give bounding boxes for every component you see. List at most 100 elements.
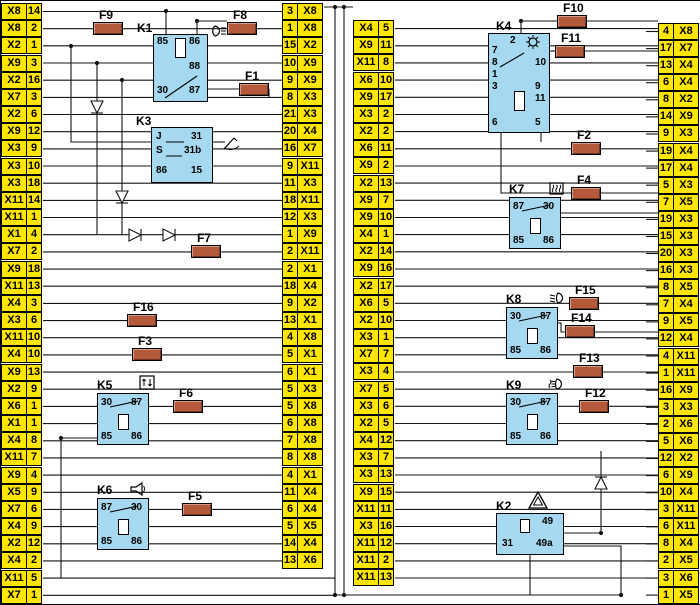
connector-cell-pin: 12 [658,450,674,467]
connector-cell-pin: 6 [282,363,298,381]
connector-cell-label: X3 [353,105,379,123]
fuse-label-F15: F15 [575,283,596,297]
relay-label-K1: K1 [137,21,153,35]
connector-cell-label: X9 [353,191,379,209]
connector-cell-pin: 1 [658,364,674,382]
relay-K4-pin: 2 [510,35,516,46]
fuse-F15 [569,297,599,310]
connector-cell-pin: 19 [658,142,674,160]
lamp-check-icon [524,34,542,50]
connector-cell-pin: 5 [378,414,394,432]
connector-cell-pin: 10 [378,208,394,226]
relay-K3-pin: 86 [156,165,168,176]
connector-cell-pin: 16 [26,71,42,89]
fuse-F2 [571,142,601,155]
connector-cell-label: X11 [1,329,27,347]
connector-cell-label: X2 [673,91,699,109]
fuse-F12 [579,400,609,413]
connector-cell-label: X4 [673,159,699,177]
connector-cell-pin: 7 [378,191,394,209]
connector-cell-pin: 2 [658,415,674,433]
low-beam-icon [548,291,566,307]
relay-K9-coil [527,414,538,430]
fuse-F3 [132,348,162,361]
connector-cell-label: X4 [1,432,27,450]
connector-cell-pin: 20 [658,245,674,263]
connector-cell-label: X8 [297,432,323,450]
relay-K7-pin: 86 [543,235,555,246]
connector-cell-pin: 16 [658,262,674,280]
connector-cell-pin: 3 [26,88,42,106]
relay-K2-pin: 31 [502,538,514,549]
connector-cell-label: X9 [353,483,379,501]
connector-cell-pin: 19 [658,210,674,228]
connector-cell-pin: 5 [378,20,394,37]
connector-cell-pin: 15 [658,227,674,245]
connector-cell-pin: 10 [658,484,674,502]
connector-cell-pin: 6 [658,467,674,485]
relay-K3-pin: 31 [191,131,203,142]
connector-cell-label: X11 [673,347,699,365]
relay-K2-coil [520,519,530,533]
connector-cell-label: X6 [1,397,27,415]
relay-K4-pin: 1 [492,69,498,80]
fuse-label-F9: F9 [99,8,114,22]
relay-K7-pin: 87 [513,201,525,212]
connector-cell-label: X6 [673,415,699,433]
connector-cell-pin: 14 [658,108,674,126]
connector-cell-label: X6 [297,552,323,570]
connector-cell-pin: 2 [378,157,394,175]
connector-cell-label: X11 [353,552,379,570]
connector-cell-label: X2 [1,535,27,553]
connector-cell-pin: 3 [282,3,298,20]
connector-cell-pin: 2 [282,260,298,278]
connector-cell-label: X3 [1,174,27,192]
connector-cell-label: X3 [353,517,379,535]
connector-cell-pin: 6 [282,500,298,518]
connector-cell-label: X3 [353,449,379,467]
connector-cell-label: X11 [297,191,323,209]
fuse-label-F6: F6 [179,386,194,400]
connector-cell-pin: 2 [658,552,674,570]
relay-label-K6: K6 [97,483,113,497]
connector-cell-label: X3 [353,329,379,347]
fuse-F11 [555,45,585,58]
relay-K5-pin: 85 [101,431,113,442]
relay-K8-pin: 85 [510,345,522,356]
connector-cell-pin: 18 [26,260,42,278]
relay-K1-pin: 87 [189,85,201,96]
fuse-label-F2: F2 [577,128,592,142]
connector-cell-label: X9 [673,108,699,126]
connector-cell-pin: 5 [378,294,394,312]
relay-K1-pin: 86 [189,36,201,47]
connector-cell-label: X11 [297,243,323,261]
connector-cell-pin: 7 [378,346,394,364]
connector-cell-label: X8 [673,23,699,40]
relay-K9-pin: 85 [510,431,522,442]
connector-cell-label: X9 [1,466,27,484]
connector-cell-pin: 5 [658,176,674,194]
wiper-icon [223,135,241,151]
relay-K2-pin: 49a [536,538,553,549]
relay-K6-coil [118,519,129,535]
connector-cell-pin: 6 [282,415,298,433]
connector-cell-pin: 2 [26,243,42,261]
fuse-F16 [127,314,157,327]
relay-K5-coil [118,414,129,430]
connector-cell-pin: 11 [378,37,394,55]
connector-cell-pin: 8 [378,54,394,72]
connector-cell-pin: 21 [282,106,298,124]
fuse-F4 [571,187,601,200]
connector-cell-label: X9 [297,71,323,89]
connector-cell-pin: 10 [26,346,42,364]
connector-cell-pin: 18 [282,277,298,295]
connector-cell-pin: 13 [282,552,298,570]
connector-cell-pin: 13 [378,466,394,484]
connector-cell-label: X8 [297,449,323,467]
fuse-label-F13: F13 [579,351,600,365]
fuse-F13 [573,365,603,378]
relay-K7-coil [530,218,541,234]
connector-cell-label: X9 [1,363,27,381]
connector-cell-label: X6 [673,569,699,587]
fuse-label-F8: F8 [233,8,248,22]
